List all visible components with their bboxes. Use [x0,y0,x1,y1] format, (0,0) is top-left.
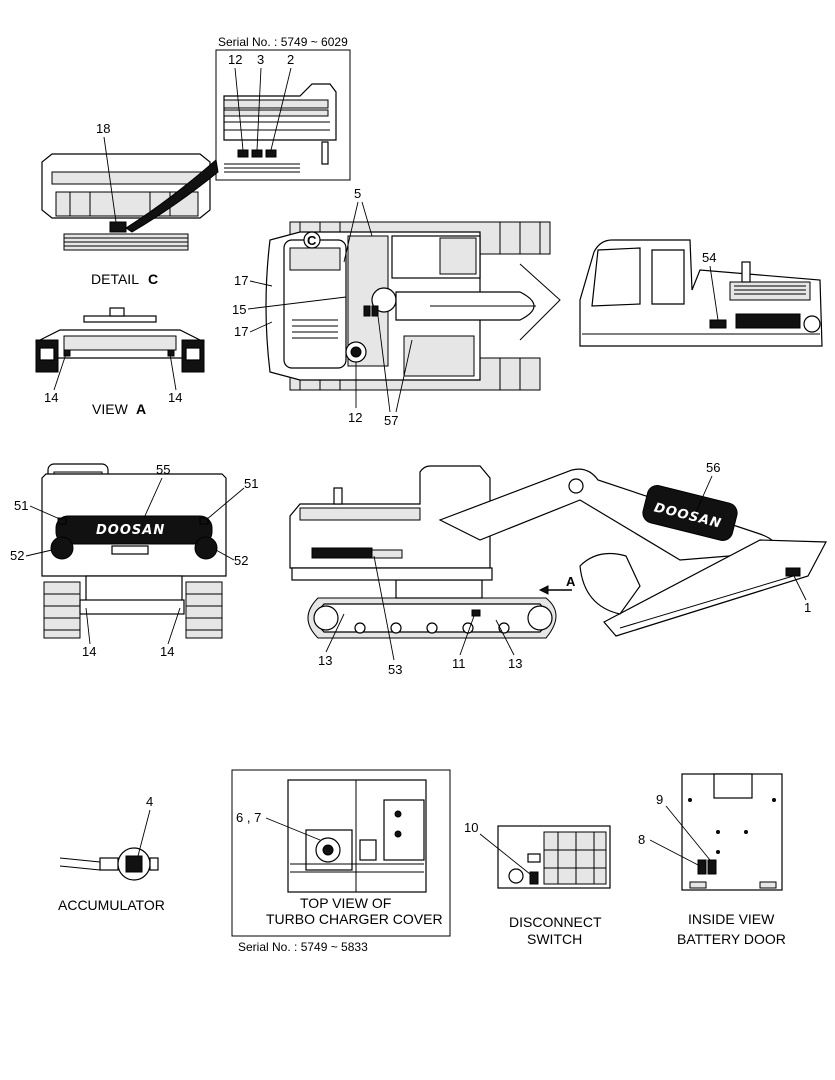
detail-circle-c: C [307,233,317,248]
callout-57: 57 [384,413,398,428]
callout-18: 18 [96,121,110,136]
callout-52-left: 52 [10,548,24,563]
battery-door-view: 9 8 INSIDE VIEW BATTERY DOOR [638,773,786,947]
callout-14-left: 14 [44,390,58,405]
callout-8: 8 [638,832,645,847]
callout-3: 3 [257,52,264,67]
callout-55: 55 [156,462,170,477]
callout-10: 10 [464,820,478,835]
serial-label-inset: Serial No. : 5749 ~ 6029 [218,35,348,49]
callout-4: 4 [146,794,153,809]
caption-battery-line2: BATTERY DOOR [677,931,786,947]
callout-56: 56 [706,460,720,475]
callout-13-left: 13 [318,653,332,668]
accumulator-view: 4 ACCUMULATOR [58,794,165,913]
callout-51-left: 51 [14,498,28,513]
callout-53: 53 [388,662,402,677]
caption-accumulator: ACCUMULATOR [58,897,165,913]
callout-54: 54 [702,250,716,265]
caption-disconnect-line2: SWITCH [527,931,582,947]
caption-view-letter: A [136,401,146,417]
callout-14-rear-right: 14 [160,644,174,659]
serial-label-turbo: Serial No. : 5749 ~ 5833 [238,940,368,954]
callout-17-upper: 17 [234,273,248,288]
callout-1: 1 [804,600,811,615]
main-side-view: DOOSAN A 56 1 13 53 11 13 [289,460,827,677]
caption-turbo-line1: TOP VIEW OF [300,895,391,911]
disconnect-switch-view: 10 DISCONNECT SWITCH [464,820,611,947]
side-view-upper: 54 [579,239,823,347]
rear-view: DOOSAN 55 51 51 52 52 14 14 [10,462,258,659]
view-arrow-a: A [566,574,576,589]
callout-14-right: 14 [168,390,182,405]
callout-15: 15 [232,302,246,317]
callout-14-rear-left: 14 [82,644,96,659]
caption-detail: DETAIL [91,271,139,287]
callout-12: 12 [228,52,242,67]
callout-2: 2 [287,52,294,67]
callout-17-lower: 17 [234,324,248,339]
turbo-charger-cover-view: 6 , 7 TOP VIEW OF TURBO CHARGER COVER Se… [231,769,451,954]
view-a: 14 14 VIEW A [35,307,205,417]
brand-logo-rear: DOOSAN [96,523,165,538]
callout-13-right: 13 [508,656,522,671]
callout-9: 9 [656,792,663,807]
caption-disconnect-line1: DISCONNECT [509,914,602,930]
top-view: C 5 17 15 17 12 57 [232,186,561,428]
caption-turbo-line2: TURBO CHARGER COVER [266,911,443,927]
callout-11: 11 [452,656,466,671]
callout-5: 5 [354,186,361,201]
caption-detail-letter: C [148,271,158,287]
callout-51-right: 51 [244,476,258,491]
serial-inset-box: Serial No. : 5749 ~ 6029 12 3 2 [215,35,351,181]
detail-c-view: 18 DETAIL C [41,121,219,287]
callout-12-top: 12 [348,410,362,425]
caption-battery-line1: INSIDE VIEW [688,911,775,927]
callout-52-right: 52 [234,553,248,568]
callout-6-7: 6 , 7 [236,810,261,825]
caption-view: VIEW [92,401,129,417]
